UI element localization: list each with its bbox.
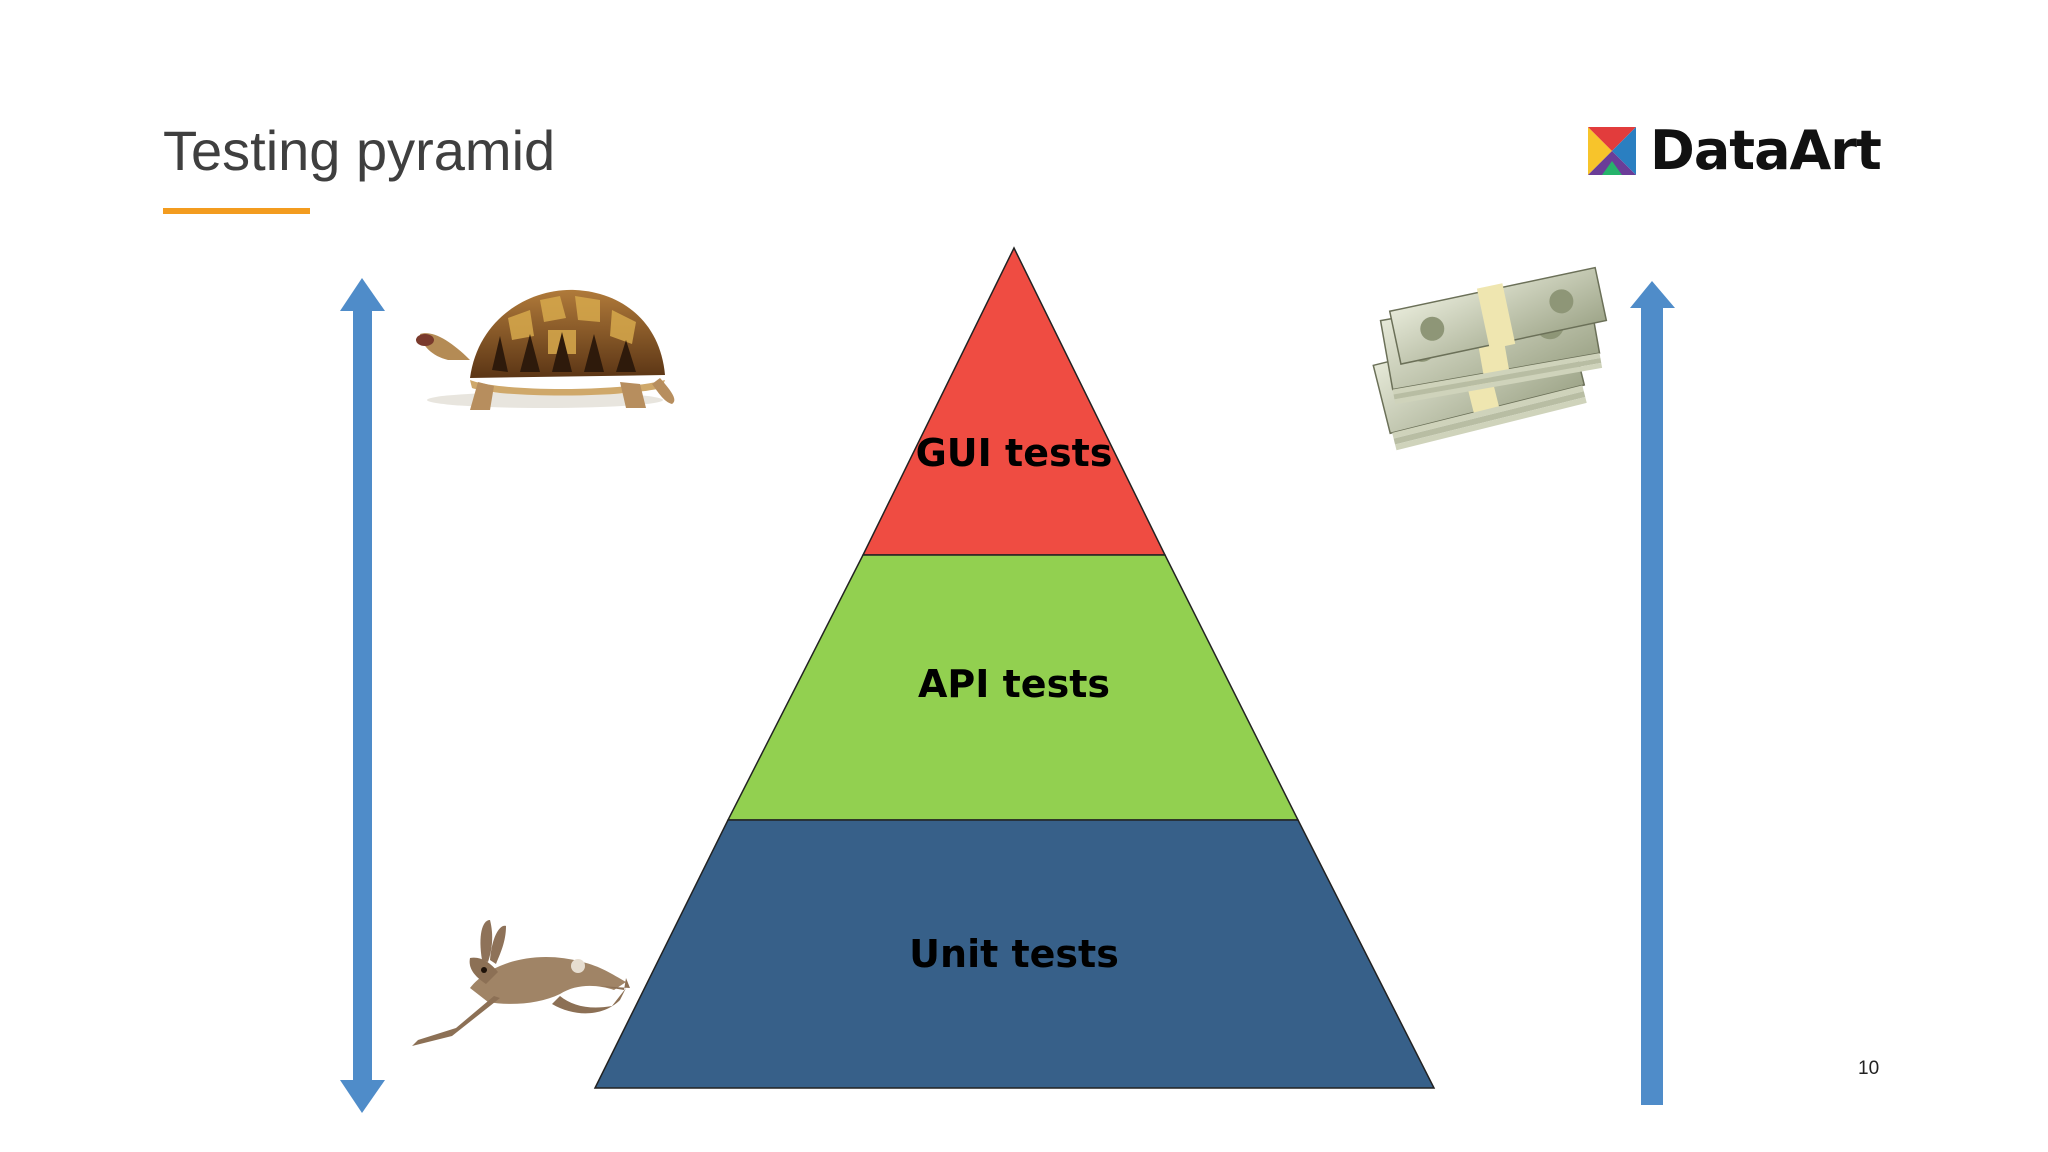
pyramid-layer-gui	[861, 246, 1167, 556]
left-double-arrow	[340, 278, 385, 1113]
gui-tests-label: GUI tests	[916, 431, 1113, 475]
pyramid: GUI tests API tests Unit tests	[593, 246, 1436, 1089]
tortoise-image	[416, 289, 675, 410]
dataart-logo: DataArt	[1588, 119, 1882, 182]
money-stack-image	[1372, 266, 1608, 451]
dataart-logo-text: DataArt	[1650, 119, 1882, 182]
page-number: 10	[1858, 1058, 1880, 1079]
pyramid-layer-unit	[593, 819, 1436, 1089]
unit-tests-label: Unit tests	[909, 932, 1119, 976]
slide-title: Testing pyramid	[163, 119, 556, 182]
api-tests-label: API tests	[918, 662, 1110, 706]
title-underline	[163, 208, 310, 214]
hare-image	[412, 920, 630, 1046]
dataart-logo-mark-icon	[1588, 127, 1636, 175]
right-up-arrow	[1630, 281, 1675, 1105]
